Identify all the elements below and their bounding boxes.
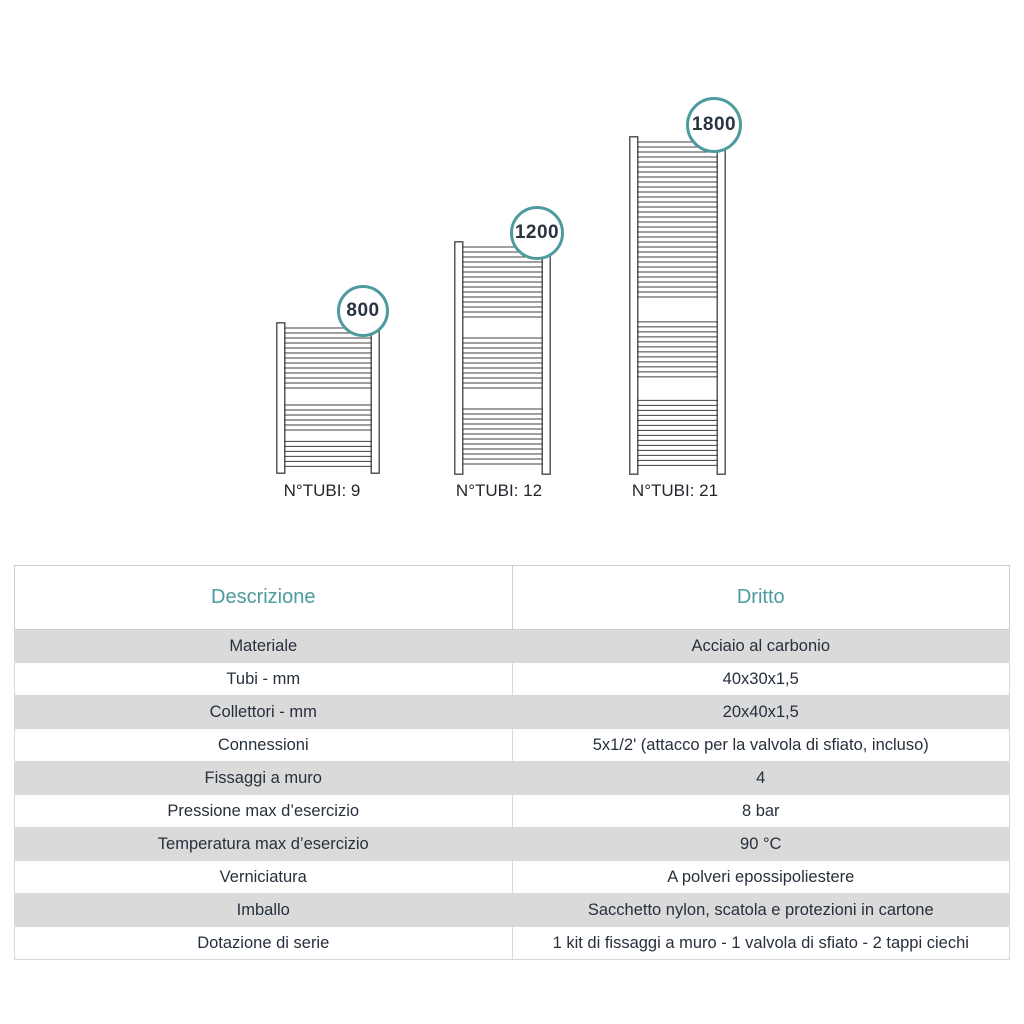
- spec-label: Pressione max d’esercizio: [14, 794, 513, 828]
- radiator-drawing: [454, 241, 551, 475]
- spec-value: 20x40x1,5: [511, 695, 1010, 729]
- spec-value: 90 °C: [511, 827, 1010, 861]
- spec-value: Sacchetto nylon, scatola e protezioni in…: [511, 893, 1010, 927]
- spec-label: Dotazione di serie: [14, 926, 513, 960]
- spec-value: A polveri epossipoliestere: [511, 860, 1010, 894]
- tube-count-label: N°TUBI: 9: [283, 481, 361, 500]
- radiator-figure: [629, 136, 726, 480]
- spec-label: Verniciatura: [14, 860, 513, 894]
- spec-value: 5x1/2' (attacco per la valvola di sfiato…: [511, 728, 1010, 762]
- spec-label: Imballo: [14, 893, 513, 927]
- radiator-figure: [454, 241, 551, 480]
- height-badge: 1200: [510, 206, 564, 260]
- spec-label: Collettori - mm: [14, 695, 513, 729]
- spec-value: 8 bar: [511, 794, 1010, 828]
- radiator-figure: [276, 322, 380, 479]
- radiator-drawing: [629, 136, 726, 475]
- spec-label: Fissaggi a muro: [14, 761, 513, 795]
- spec-label: Materiale: [14, 629, 513, 663]
- col-header-descrizione: Descrizione: [14, 565, 513, 630]
- height-badge: 1800: [686, 97, 742, 153]
- spec-value: 40x30x1,5: [511, 662, 1010, 696]
- spec-label: Tubi - mm: [14, 662, 513, 696]
- spec-label: Connessioni: [14, 728, 513, 762]
- tube-count-label: N°TUBI: 21: [631, 481, 719, 500]
- col-header-dritto: Dritto: [511, 565, 1010, 630]
- height-badge: 800: [337, 285, 389, 337]
- spec-value: Acciaio al carbonio: [511, 629, 1010, 663]
- spec-value: 1 kit di fissaggi a muro - 1 valvola di …: [511, 926, 1010, 960]
- tube-count-label: N°TUBI: 12: [455, 481, 543, 500]
- table-header-row: Descrizione Dritto: [14, 565, 1010, 630]
- spec-value: 4: [511, 761, 1010, 795]
- spec-label: Temperatura max d’esercizio: [14, 827, 513, 861]
- radiator-drawing: [276, 322, 380, 474]
